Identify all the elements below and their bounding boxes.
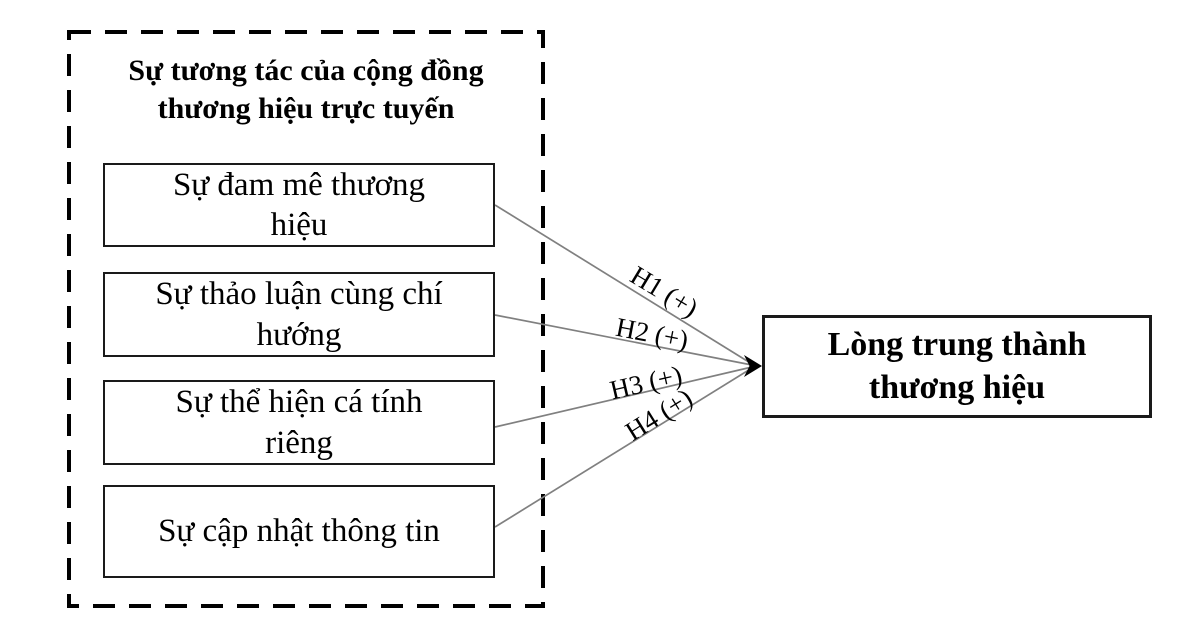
edge-h3-line: [494, 366, 753, 428]
node-self-identity-expression-label: Sự thể hiện cá tính riêng: [175, 384, 423, 461]
node-like-minded-discussion-label: Sự thảo luận cùng chí hướng: [155, 276, 443, 353]
group-title: Sự tương tác của cộng đồng thương hiệu t…: [128, 54, 484, 125]
edge-h1-line: [494, 204, 753, 365]
node-brand-passion: Sự đam mê thương hiệu: [103, 163, 495, 247]
node-brand-passion-label: Sự đam mê thương hiệu: [172, 166, 426, 243]
node-information-updating-label: Sự cập nhật thông tin: [158, 513, 440, 550]
node-brand-loyalty: Lòng trung thành thương hiệu: [762, 315, 1152, 418]
node-brand-loyalty-label: Lòng trung thành thương hiệu: [827, 326, 1087, 406]
arrowhead-icon: [744, 355, 762, 377]
node-like-minded-discussion: Sự thảo luận cùng chí hướng: [103, 272, 495, 357]
edge-h2-line: [494, 314, 753, 366]
node-self-identity-expression: Sự thể hiện cá tính riêng: [103, 380, 495, 465]
group-dashed-border: [67, 30, 545, 608]
node-information-updating: Sự cập nhật thông tin: [103, 485, 495, 578]
edge-h4-line: [494, 367, 753, 528]
